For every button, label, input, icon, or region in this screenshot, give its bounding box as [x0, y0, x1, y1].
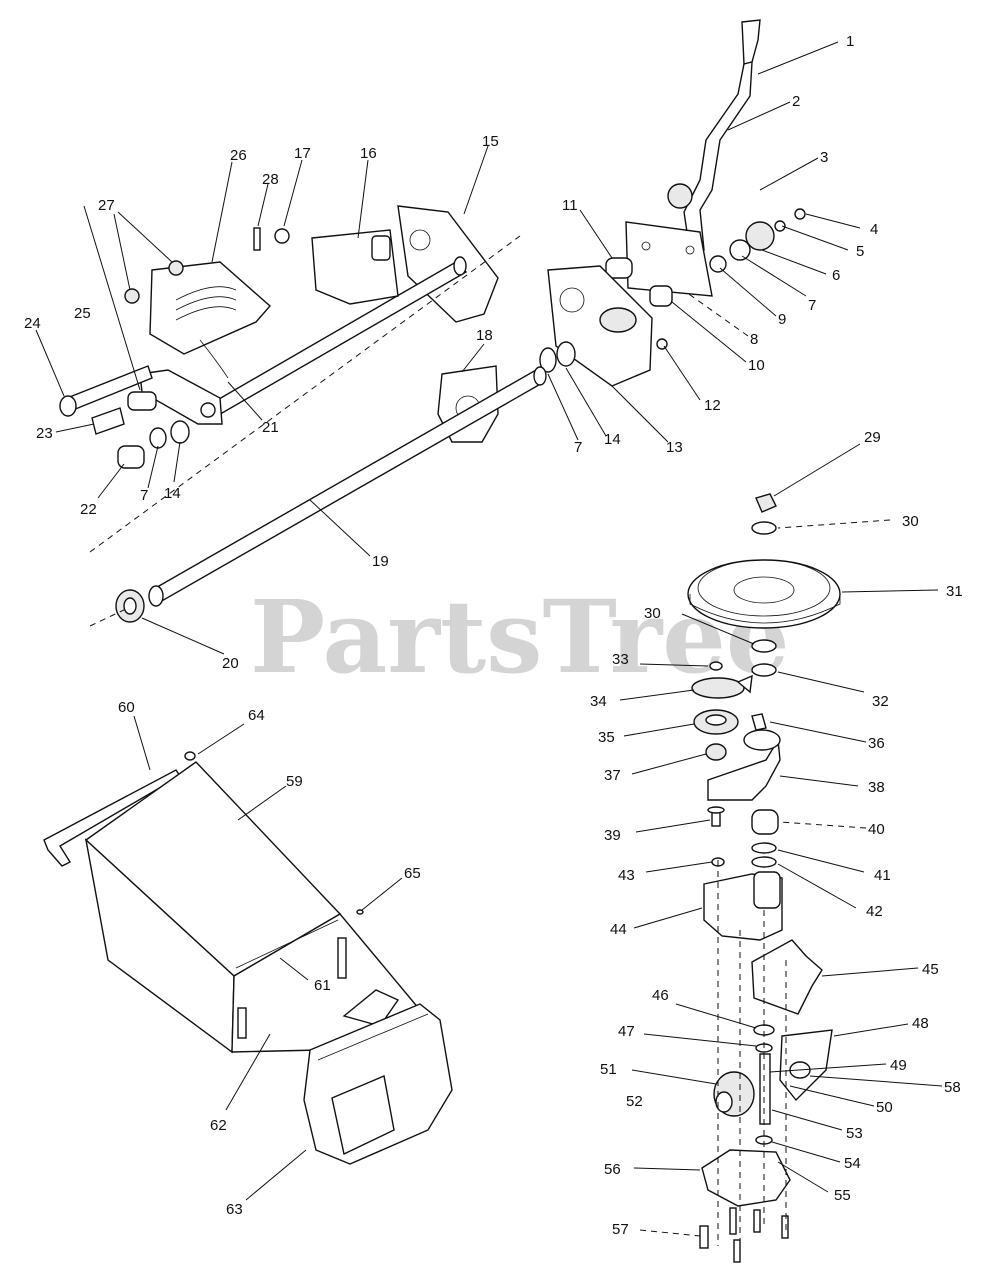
callout-38: 38: [868, 779, 885, 796]
callout-58: 58: [944, 1079, 961, 1096]
callout-13: 13: [666, 439, 683, 456]
callout-1: 1: [846, 33, 854, 50]
callout-49: 49: [890, 1057, 907, 1074]
callout-21: 21: [262, 419, 279, 436]
callout-8: 8: [750, 331, 758, 348]
callout-10: 10: [748, 357, 765, 374]
callout-45: 45: [922, 961, 939, 978]
callout-2: 2: [792, 93, 800, 110]
callout-57: 57: [612, 1221, 629, 1238]
callout-41: 41: [874, 867, 891, 884]
callout-27: 27: [98, 197, 115, 214]
callout-52: 52: [626, 1093, 643, 1110]
callout-43: 43: [618, 867, 635, 884]
callout-28: 28: [262, 171, 279, 188]
callout-65: 65: [404, 865, 421, 882]
callout-23: 23: [36, 425, 53, 442]
callout-20: 20: [222, 655, 239, 672]
callout-14: 14: [604, 431, 621, 448]
callout-54: 54: [844, 1155, 861, 1172]
callout-11: 11: [562, 197, 578, 214]
callout-62: 62: [210, 1117, 227, 1134]
callout-4: 4: [870, 221, 878, 238]
grass-bag-assembly: [43, 751, 453, 1165]
callout-30b: 30: [644, 605, 661, 622]
callout-16: 16: [360, 145, 377, 162]
callout-15: 15: [482, 133, 499, 150]
callout-37: 37: [604, 767, 621, 784]
callout-61: 61: [314, 977, 331, 994]
upper-assembly: [59, 19, 806, 627]
callout-labels: 1 2 3 4 5 6 7 8 9 10 11 12 13 14 7 15 16…: [24, 33, 963, 1238]
callout-7b: 7: [574, 439, 582, 456]
callout-32: 32: [872, 693, 889, 710]
callout-25: 25: [74, 305, 91, 322]
callout-12: 12: [704, 397, 721, 414]
right-assembly: [687, 493, 841, 1263]
callout-44: 44: [610, 921, 627, 938]
callout-17: 17: [294, 145, 311, 162]
callout-55: 55: [834, 1187, 851, 1204]
callout-42: 42: [866, 903, 883, 920]
callout-26: 26: [230, 147, 247, 164]
callout-64: 64: [248, 707, 265, 724]
callout-33: 33: [612, 651, 629, 668]
callout-30: 30: [902, 513, 919, 530]
callout-48: 48: [912, 1015, 929, 1032]
callout-40: 40: [868, 821, 885, 838]
callout-6: 6: [832, 267, 840, 284]
callout-50: 50: [876, 1099, 893, 1116]
callout-5: 5: [856, 243, 864, 260]
callout-9: 9: [778, 311, 786, 328]
callout-46: 46: [652, 987, 669, 1004]
callout-39: 39: [604, 827, 621, 844]
leader-lines: [35, 41, 943, 1237]
callout-53: 53: [846, 1125, 863, 1142]
callout-3: 3: [820, 149, 828, 166]
callout-36: 36: [868, 735, 885, 752]
callout-63: 63: [226, 1201, 243, 1218]
callout-24: 24: [24, 315, 41, 332]
callout-59: 59: [286, 773, 303, 790]
callout-31: 31: [946, 583, 963, 600]
callout-18: 18: [476, 327, 493, 344]
callout-7: 7: [808, 297, 816, 314]
callout-29: 29: [864, 429, 881, 446]
callout-22: 22: [80, 501, 97, 518]
callout-34: 34: [590, 693, 607, 710]
callout-7c: 7: [140, 487, 148, 504]
callout-14b: 14: [164, 485, 181, 502]
callout-19: 19: [372, 553, 389, 570]
callout-47: 47: [618, 1023, 635, 1040]
callout-56: 56: [604, 1161, 621, 1178]
callout-35: 35: [598, 729, 615, 746]
callout-60: 60: [118, 699, 135, 716]
callout-51: 51: [600, 1061, 617, 1078]
